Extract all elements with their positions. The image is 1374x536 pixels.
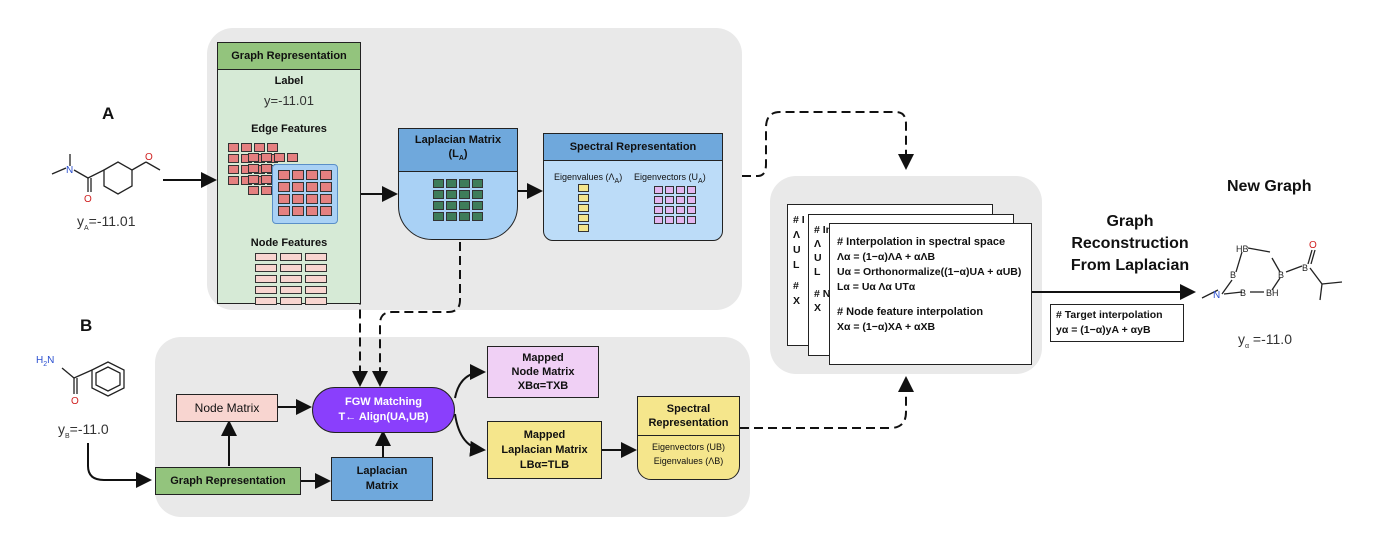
node-features-title: Node Features [250, 237, 328, 249]
mapped-laplacian-matrix-box: Mapped Laplacian Matrix LBα=TLB [487, 421, 602, 479]
new-graph-o: O [1309, 240, 1317, 251]
new-graph-title: New Graph [1227, 178, 1312, 195]
new-graph-b2: B [1240, 288, 1246, 298]
fgw-matching-box: FGW Matching T← Align(UA,UB) [312, 387, 455, 433]
edge-feature-grid-front [278, 170, 332, 216]
label-value: y=-11.01 [264, 93, 314, 108]
interp-eq-lambda: Λα = (1−α)ΛA + αΛB [837, 251, 936, 263]
spectral-representation-a-box: Spectral Representation Eigenvalues (ΛA)… [543, 133, 723, 241]
node-matrix-box: Node Matrix [176, 394, 278, 422]
spectral-representation-b-title: Spectral Representation [638, 397, 739, 436]
svg-text:O: O [145, 152, 153, 163]
interp-title: # Interpolation in spectral space [837, 236, 1006, 248]
laplacian-matrix-a-box: Laplacian Matrix (LA) [398, 128, 518, 240]
new-graph-hb: HB [1236, 244, 1249, 254]
eigenvectors-a-cells [654, 186, 696, 224]
laplacian-matrix-a-header: Laplacian Matrix (LA) [399, 129, 517, 172]
label-a: A [102, 104, 115, 123]
spectral-representation-b-box: Spectral Representation Eigenvectors (UB… [637, 396, 740, 480]
molecule-b-label: yB=-11.0 [58, 421, 109, 440]
interp-eq-u: Uα = Orthonormalize((1−α)UA + αUB) [837, 266, 1022, 278]
target-title: # Target interpolation [1056, 309, 1163, 321]
laplacian-matrix-b-box: Laplacian Matrix [331, 457, 433, 501]
spectral-representation-a-title: Spectral Representation [544, 134, 722, 161]
target-interpolation-box: # Target interpolation yα = (1−α)yA + αy… [1050, 304, 1184, 342]
interp-eq-l: Lα = Uα Λα UTα [837, 281, 916, 293]
molecule-b-amine: H2N [36, 355, 55, 368]
graph-representation-b-box: Graph Representation [155, 467, 301, 495]
interp-eq-x: Xα = (1−α)XA + αXB [837, 321, 936, 333]
new-graph-b4: B [1302, 263, 1308, 273]
svg-text:N: N [66, 165, 73, 176]
interp-node-title: # Node feature interpolation [837, 306, 984, 318]
new-graph-structure: N B B HB B BH B O [1201, 240, 1343, 301]
molecule-a-structure: N O O [51, 152, 161, 205]
node-feature-grid [255, 253, 327, 305]
eigenvectors-a-label: Eigenvectors (UA) [634, 172, 706, 185]
new-graph-n: N [1213, 290, 1220, 301]
edge-features-title: Edge Features [251, 123, 327, 135]
laplacian-matrix-a-grid [433, 179, 483, 221]
new-graph-label: yα =-11.0 [1238, 331, 1292, 350]
eigenvalues-a-cells [578, 184, 589, 232]
interp-card-front: # Interpolation in spectral space Λα = (… [829, 223, 1032, 365]
mapped-node-matrix-box: Mapped Node Matrix XBα=TXB [487, 346, 599, 398]
graph-representation-title: Graph Representation [218, 43, 360, 70]
graph-reconstruction-label: Graph Reconstruction From Laplacian [1070, 213, 1190, 274]
molecule-b-oxygen: O [71, 396, 79, 407]
molecule-b-structure [61, 361, 125, 397]
new-graph-b3: B [1278, 270, 1284, 280]
molecule-a-label: yA=-11.01 [77, 213, 136, 232]
label-title: Label [274, 75, 304, 87]
eigenvectors-b-label: Eigenvectors (UB) [651, 442, 726, 452]
eigenvalues-b-label: Eigenvalues (ΛB) [653, 456, 724, 466]
eigenvalues-a-label: Eigenvalues (ΛA) [554, 172, 623, 185]
new-graph-bh: BH [1266, 288, 1279, 298]
new-graph-b1: B [1230, 270, 1236, 280]
svg-text:O: O [84, 194, 92, 205]
label-b: B [80, 316, 93, 335]
target-eq: yα = (1−α)yA + αyB [1056, 324, 1151, 336]
